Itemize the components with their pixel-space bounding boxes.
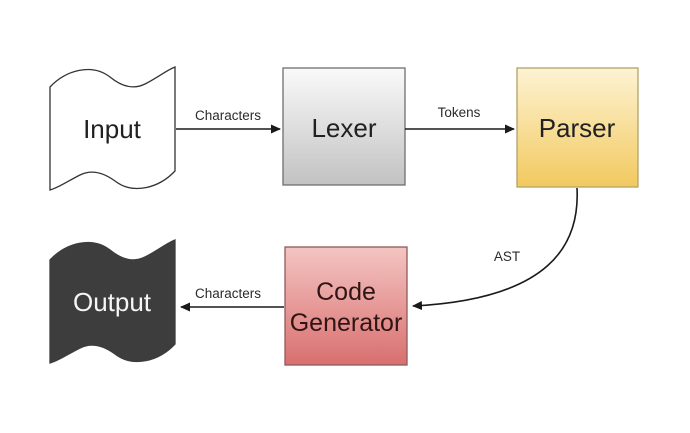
edge-parser-to-code-generator: AST [412,187,578,311]
node-output: Output [49,239,176,364]
lexer-box [282,67,406,186]
node-input: Input [49,66,176,191]
parser-box [516,67,639,188]
edge-label-ast: AST [494,249,520,264]
code-generator-label-line1: Code [316,278,376,306]
node-code-generator: Code Generator [284,246,408,366]
edge-label-characters-top: Characters [195,108,261,123]
code-generator-box [284,246,408,366]
parser-label: Parser [539,113,616,143]
input-document-icon [49,66,176,191]
node-lexer: Lexer [282,67,406,186]
node-parser: Parser [516,67,639,188]
lexer-label: Lexer [311,113,376,143]
edge-input-to-lexer: Characters [176,108,281,134]
output-label: Output [73,287,152,317]
arrow-parser-to-code-generator [412,187,578,311]
edge-code-generator-to-output: Characters [180,286,284,312]
code-generator-label-line2: Generator [290,309,403,337]
input-label: Input [83,114,142,144]
output-document-icon [49,239,176,364]
edge-label-characters-bottom: Characters [195,286,261,301]
edge-lexer-to-parser: Tokens [405,105,515,134]
edge-label-tokens: Tokens [438,105,481,120]
